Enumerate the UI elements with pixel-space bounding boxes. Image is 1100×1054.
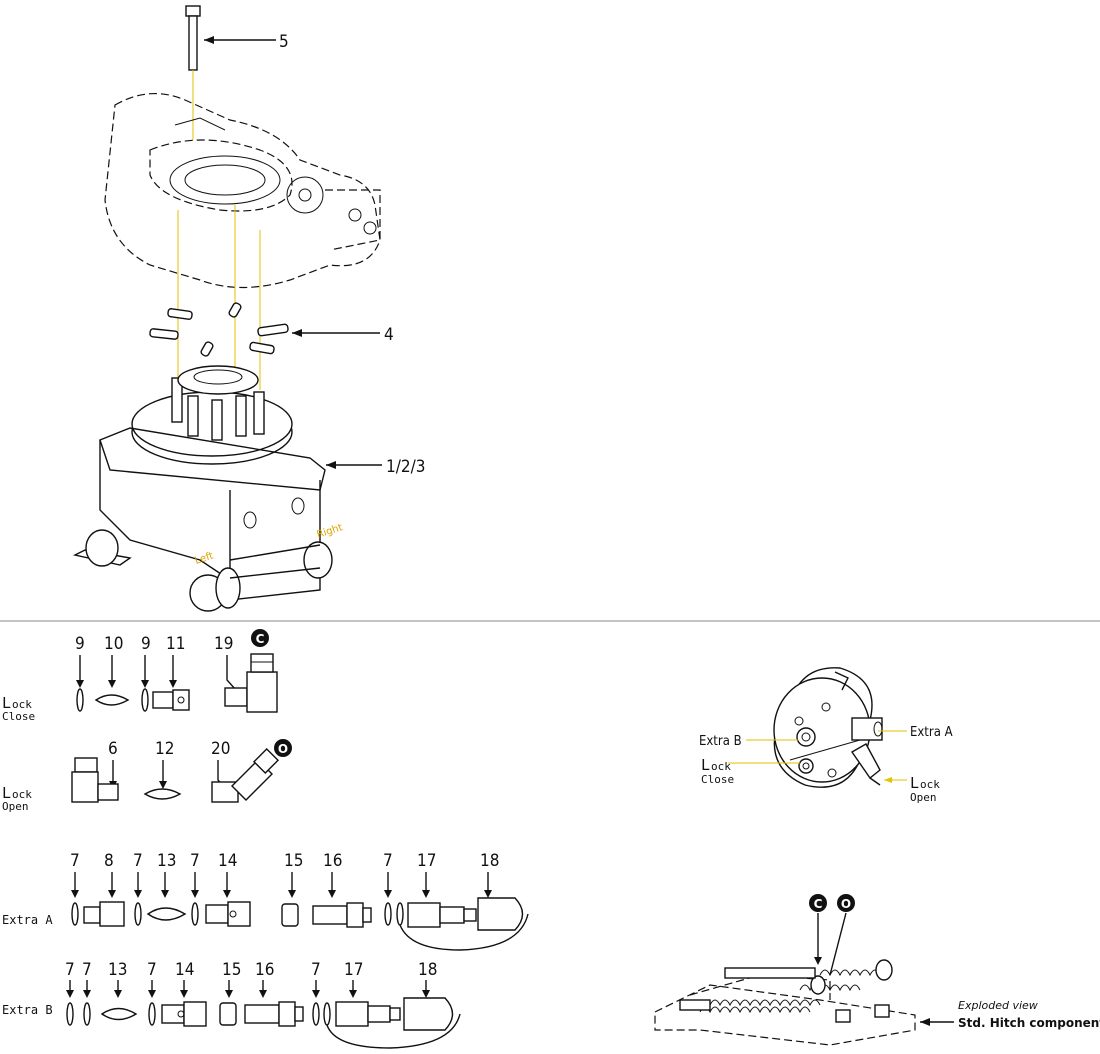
std-hitch-exploded bbox=[654, 959, 916, 1046]
extra-b-part-8: 7 bbox=[311, 960, 321, 980]
extra-b-part-7: 16 bbox=[255, 960, 274, 980]
extra-a-part-2: 8 bbox=[104, 851, 114, 871]
lock-close-part-5: 19 bbox=[214, 634, 233, 654]
base-side-left-label: Left bbox=[194, 551, 215, 567]
valve-lock-open-line2: Open bbox=[910, 791, 937, 804]
valve-lock-close-initial: L bbox=[701, 756, 710, 774]
lock-open-label-rest: ock bbox=[12, 788, 32, 801]
extra-a-part-6: 14 bbox=[218, 851, 237, 871]
extra-a-label: Extra A bbox=[2, 913, 53, 927]
elbow-fitting-19 bbox=[224, 653, 278, 713]
elbow-fitting-6 bbox=[71, 757, 119, 803]
valve-extra-a-label: Extra A bbox=[910, 725, 953, 740]
extra-b-part-1: 7 bbox=[65, 960, 75, 980]
lock-open-row: L ock Open 6 12 20 O bbox=[2, 739, 292, 813]
lock-open-label-line2: Open bbox=[2, 800, 29, 813]
rotator-housing bbox=[104, 92, 381, 390]
valve-lock-open-rest: ock bbox=[920, 778, 940, 791]
extra-a-part-7: 15 bbox=[284, 851, 303, 871]
callout-4: 4 bbox=[384, 325, 394, 345]
valve-extra-b-label: Extra B bbox=[699, 734, 742, 749]
bolt-part-5 bbox=[185, 5, 201, 140]
extra-a-part-11: 18 bbox=[480, 851, 499, 871]
lock-close-part-3: 9 bbox=[141, 634, 151, 654]
lock-close-part-1: 9 bbox=[75, 634, 85, 654]
lock-open-part-1: 6 bbox=[108, 739, 118, 759]
hitch-badge-c bbox=[809, 894, 827, 912]
extra-b-label: Extra B bbox=[2, 1003, 53, 1017]
callout-5: 5 bbox=[279, 32, 289, 52]
valve-lock-close-line2: Close bbox=[701, 773, 734, 786]
lock-close-part-4: 11 bbox=[166, 634, 185, 654]
svg-text:O: O bbox=[278, 742, 288, 756]
extra-a-part-5: 7 bbox=[190, 851, 200, 871]
key-parts-4 bbox=[149, 302, 289, 357]
extra-b-part-10: 18 bbox=[418, 960, 437, 980]
extra-b-part-4: 7 bbox=[147, 960, 157, 980]
extra-a-part-9: 7 bbox=[383, 851, 393, 871]
extra-a-part-3: 7 bbox=[133, 851, 143, 871]
exploded-view-note: Exploded view bbox=[958, 999, 1038, 1012]
lock-open-part-2: 12 bbox=[155, 739, 174, 759]
lock-close-part-2: 10 bbox=[104, 634, 123, 654]
valve-lock-open-initial: L bbox=[910, 774, 919, 792]
lock-close-label-line2: Close bbox=[2, 710, 35, 723]
lock-open-label-initial: L bbox=[2, 784, 11, 802]
svg-text:O: O bbox=[841, 897, 851, 911]
extra-a-part-1: 7 bbox=[70, 851, 80, 871]
tiltrotator-exploded-view: 5 4 bbox=[72, 5, 426, 612]
extra-a-part-10: 17 bbox=[417, 851, 436, 871]
extra-a-part-4: 13 bbox=[157, 851, 176, 871]
extra-a-row: Extra A 7 8 7 13 7 14 15 16 7 17 18 bbox=[2, 851, 529, 951]
extra-b-part-3: 13 bbox=[108, 960, 127, 980]
extra-b-part-6: 15 bbox=[222, 960, 241, 980]
extra-b-part-2: 7 bbox=[82, 960, 92, 980]
extra-a-part-8: 16 bbox=[323, 851, 342, 871]
elbow-fitting-20 bbox=[211, 747, 280, 803]
extra-b-row: Extra B 7 7 13 7 14 15 16 7 17 18 bbox=[2, 960, 461, 1049]
valve-lock-close-rest: ock bbox=[711, 760, 731, 773]
std-hitch-components-label: Std. Hitch components bbox=[958, 1016, 1100, 1030]
lock-open-badge bbox=[274, 739, 292, 757]
callout-1-2-3: 1/2/3 bbox=[386, 457, 426, 477]
extra-b-part-5: 14 bbox=[175, 960, 194, 980]
lock-open-part-3: 20 bbox=[211, 739, 230, 759]
hitch-badge-o bbox=[837, 894, 855, 912]
svg-text:C: C bbox=[814, 897, 823, 911]
lock-close-badge bbox=[251, 629, 269, 647]
svg-text:C: C bbox=[256, 632, 265, 646]
lock-close-row: L ock Close 9 10 9 11 19 C bbox=[2, 629, 278, 723]
extra-b-part-9: 17 bbox=[344, 960, 363, 980]
valve-block bbox=[773, 667, 883, 788]
lock-close-label-rest: ock bbox=[12, 698, 32, 711]
lock-close-label-initial: L bbox=[2, 694, 11, 712]
base-plate-part-1-2-3 bbox=[72, 365, 333, 612]
